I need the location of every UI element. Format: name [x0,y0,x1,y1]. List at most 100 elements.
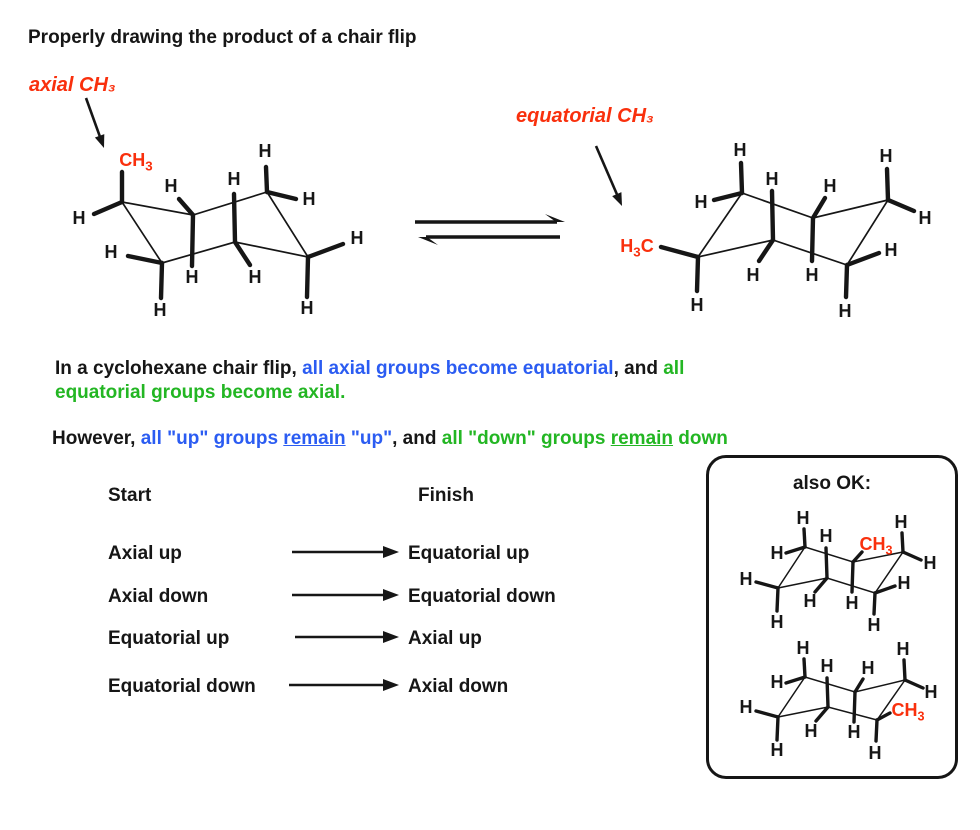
ring-bonds [696,191,890,267]
substituent-bond [784,675,807,685]
equilibrium-arrow-top [415,214,565,224]
substituent-bond [802,657,807,679]
substituent-bond [824,546,829,580]
hydrogen-label: H [797,508,810,528]
substituent-bond [232,239,253,268]
hydrogen-label: H [691,295,704,315]
substituent-bond [802,527,807,549]
text-span: In a cyclohexane chair flip, [55,358,303,379]
hydrogen-label: H [804,591,817,611]
text-span: all "up" groups [140,428,284,449]
substituent-bond [754,709,780,719]
hydrogen-label: H [839,301,852,321]
text-span: all [663,358,685,379]
substituent-bond [231,191,238,245]
hydrogen-label: H [868,615,881,635]
hydrogen-label: H [824,176,837,196]
ring-bonds [120,190,310,264]
substituent-bond [874,718,879,743]
substituent-bond [901,550,923,562]
table-start-cell: Axial down [108,586,208,607]
text-span: all "down" groups [441,428,611,449]
text-span: equatorial groups become axial. [55,381,346,403]
table-row-arrow [289,679,399,691]
substituent-bond [843,262,850,300]
hydrogen-label: H [771,740,784,760]
hydrogen-label: H [895,512,908,532]
text-span: "up" [345,428,393,449]
hydrogen-label: H [351,228,364,248]
equilibrium-arrow-bottom [418,235,560,245]
equatorial-pointer-arrow [594,145,622,206]
hydrogen-label: H [740,569,753,589]
substituent-bond [264,189,299,202]
table-row-arrow [292,546,399,558]
substituent-bond [754,580,780,590]
text-span: down [673,428,728,449]
substituent-bond [769,188,776,243]
table-row-arrow [295,631,399,643]
substituent-bond [884,166,891,203]
substituent-bond [263,164,270,195]
hydrogen-label: H [897,639,910,659]
table-start-cell: Equatorial up [108,628,229,649]
substituent-bond [825,676,830,709]
paragraph-line: equatorial groups become axial. [55,381,684,405]
substituent-bond [738,160,745,196]
hydrogen-label: H [766,169,779,189]
table-finish-cell: Axial up [408,628,482,649]
substituent-bond [756,237,776,264]
substituent-bond [784,545,807,555]
substituent-bond [902,658,907,682]
methyl-label: CH3 [119,150,152,174]
methyl-label: CH3 [891,700,924,723]
substituent-bond [189,212,196,269]
table-finish-cell: Axial down [408,676,508,697]
paragraph-line: However, all "up" groups remain "up", an… [52,427,728,451]
table-start-cell: Equatorial down [108,676,256,697]
text-span: remain [283,428,346,449]
hydrogen-label: H [771,612,784,632]
substituent-bond [91,199,125,217]
substituent-bond [158,260,165,301]
substituent-bond [900,531,905,554]
substituent-bond [903,678,925,690]
hydrogen-label: H [734,140,747,160]
hydrogen-label: H [820,526,833,546]
equatorial-ch3-label: equatorial CH₃ [516,105,654,127]
hydrogen-label: H [249,267,262,287]
paragraph-line: In a cyclohexane chair flip, all axial g… [55,357,684,381]
hydrogen-label: H [885,240,898,260]
substituent-bond [873,584,897,595]
substituent-bond [810,195,828,221]
hydrogen-label: H [846,593,859,613]
substituent-bond [775,715,780,742]
hydrogen-label: H [695,192,708,212]
substituent-bond [872,591,877,616]
substituent-bond [809,215,816,264]
hydrogen-label: H [228,169,241,189]
hydrogen-label: H [862,658,875,678]
hydrogen-label: H [805,721,818,741]
hydrogen-label: H [154,300,167,320]
hydrogen-label: H [165,176,178,196]
paragraph-flip-rule: In a cyclohexane chair flip, all axial g… [55,357,684,404]
substituent-bond [711,190,745,203]
substituent-bond [853,677,865,694]
substituent-bond [852,690,857,724]
table-header-start: Start [108,485,152,506]
substituent-bond [658,244,701,260]
methyl-label: H3C [620,236,653,260]
text-span: , and [392,428,442,449]
table-header-finish: Finish [418,485,474,506]
hydrogen-label: H [848,722,861,742]
hydrogen-label: H [301,298,314,318]
substituent-bond [844,250,882,268]
substituent-bond [885,197,917,214]
axial-ch3-label: axial CH₃ [29,74,116,96]
text-span: all axial groups become equatorial [302,358,614,379]
